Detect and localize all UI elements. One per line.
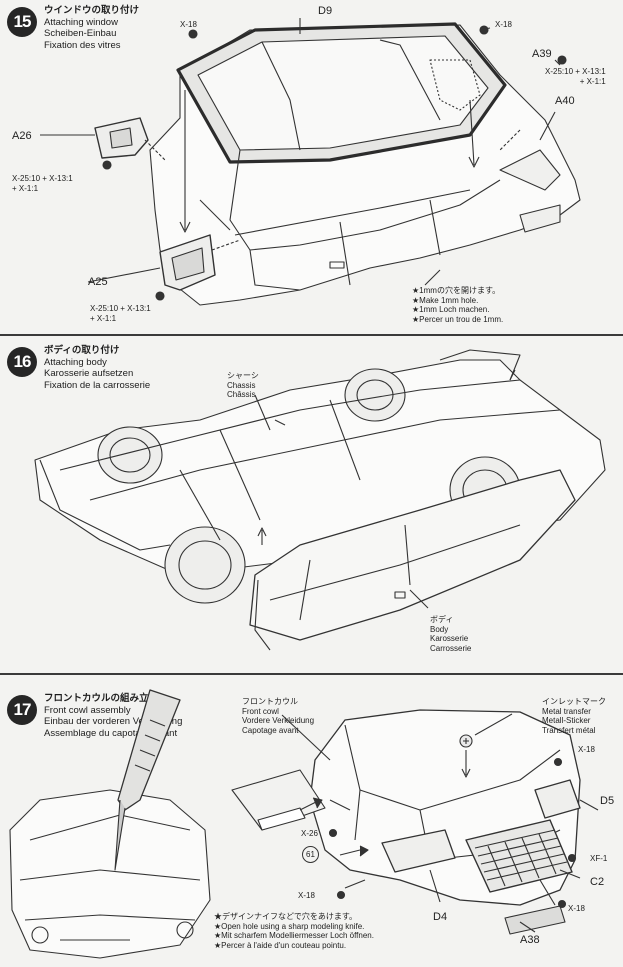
step-15-title: ウインドウの取り付け Attaching window Scheiben-Ein… <box>44 5 139 51</box>
part-x18-right-label: X-18 <box>495 20 512 29</box>
step-16-badge: 16 <box>7 347 37 377</box>
knife-note-de: ★Mit scharfem Modelliermesser Loch öffne… <box>214 931 374 940</box>
hole-note-fr: ★Percer un trou de 1mm. <box>412 314 504 324</box>
front-cowl-de: Vordere Verkleidung <box>242 716 315 725</box>
front-cowl-label: フロントカウル Front cowl Vordere Verkleidung C… <box>242 697 314 735</box>
paint-right: X-25:10 + X-13:1 + X-1:1 <box>545 67 606 86</box>
part-61-circle: 61 <box>302 846 319 863</box>
part-x18-c-label: X-18 <box>568 904 585 913</box>
body-en: Body <box>430 624 449 634</box>
title-en: Attaching window <box>44 16 118 28</box>
paint-right-line1: X-25:10 + X-13:1 <box>545 67 606 76</box>
knife-note-en: ★Open hole using a sharp modeling knife. <box>214 921 365 931</box>
part-a25-label: A25 <box>88 276 108 288</box>
step-16-title: ボディの取り付け Attaching body Karosserie aufse… <box>44 345 150 391</box>
title-jp: フロントカウルの組み立て <box>44 693 159 704</box>
paint-bottom-line1: X-25:10 + X-13:1 <box>90 304 151 313</box>
part-xf1-label: XF-1 <box>590 854 608 863</box>
title-de: Einbau der vorderen Verkleidung <box>44 716 183 727</box>
part-a26-label: A26 <box>12 130 32 142</box>
inlet-mark-label: インレットマーク Metal transfer Metall-Sticker T… <box>542 697 606 735</box>
front-cowl-fr: Capotage avant <box>242 725 299 735</box>
body-label: ボディ Body Karosserie Carrosserie <box>430 615 471 653</box>
inlet-mark-jp: インレットマーク <box>542 697 606 706</box>
part-d5-label: D5 <box>600 795 615 807</box>
step-17-title: フロントカウルの組み立て Front cowl assembly Einbau … <box>44 693 182 739</box>
knife-note-fr: ★Percer à l'aide d'un couteau pointu. <box>214 940 347 950</box>
title-de: Scheiben-Einbau <box>44 28 117 39</box>
front-cowl-jp: フロントカウル <box>242 697 298 706</box>
inlet-mark-fr: Transfert métal <box>542 725 596 735</box>
hole-note-en: ★Make 1mm hole. <box>412 295 479 305</box>
title-en: Front cowl assembly <box>44 704 131 716</box>
inlet-mark-en: Metal transfer <box>542 706 591 716</box>
title-fr: Fixation des vitres <box>44 39 121 51</box>
separator-1 <box>0 334 623 336</box>
hole-note-jp: ★1mmの穴を開けます。 <box>412 286 501 295</box>
title-fr: Assemblage du capotage avant <box>44 727 178 739</box>
part-x18-b-label: X-18 <box>298 891 315 900</box>
part-x18-a-label: X-18 <box>578 745 595 754</box>
body-jp: ボディ <box>430 615 454 624</box>
hole-note: ★1mmの穴を開けます。 ★Make 1mm hole. ★1mm Loch m… <box>412 286 503 324</box>
chassis-jp: シャーシ <box>227 371 259 380</box>
body-fr: Carrosserie <box>430 643 472 653</box>
part-d4-label: D4 <box>433 911 448 923</box>
knife-note-jp: ★デザインナイフなどで穴をあけます。 <box>214 912 358 921</box>
part-a38-label: A38 <box>520 934 540 946</box>
step-17-badge: 17 <box>7 695 37 725</box>
knife-note: ★デザインナイフなどで穴をあけます。 ★Open hole using a sh… <box>214 912 374 950</box>
hole-note-de: ★1mm Loch machen. <box>412 305 490 314</box>
part-c2-label: C2 <box>590 876 605 888</box>
paint-bottom: X-25:10 + X-13:1 + X-1:1 <box>90 304 151 323</box>
part-x26-label: X-26 <box>301 829 318 838</box>
paint-bottom-line2: + X-1:1 <box>90 313 117 323</box>
body-de: Karosserie <box>430 634 469 643</box>
title-de: Karosserie aufsetzen <box>44 368 134 379</box>
paint-right-line2: + X-1:1 <box>579 76 606 86</box>
paint-left-line1: X-25:10 + X-13:1 <box>12 174 73 183</box>
title-jp: ボディの取り付け <box>44 345 120 356</box>
chassis-label: シャーシ Chassis Châssis <box>227 371 259 400</box>
paint-left: X-25:10 + X-13:1 + X-1:1 <box>12 174 73 193</box>
inlet-mark-de: Metall-Sticker <box>542 716 591 725</box>
title-jp: ウインドウの取り付け <box>44 5 140 16</box>
separator-2 <box>0 673 623 675</box>
front-cowl-en: Front cowl <box>242 706 279 716</box>
part-a39-label: A39 <box>532 48 552 60</box>
chassis-fr: Châssis <box>227 390 256 399</box>
paint-left-line2: + X-1:1 <box>12 183 39 193</box>
title-en: Attaching body <box>44 356 107 368</box>
part-x18-left-label: X-18 <box>180 20 197 29</box>
part-a40-label: A40 <box>555 95 575 107</box>
part-d9-label: D9 <box>318 5 333 17</box>
step-15-badge: 15 <box>7 7 37 37</box>
title-fr: Fixation de la carrosserie <box>44 379 151 391</box>
chassis-en: Chassis <box>227 380 256 390</box>
